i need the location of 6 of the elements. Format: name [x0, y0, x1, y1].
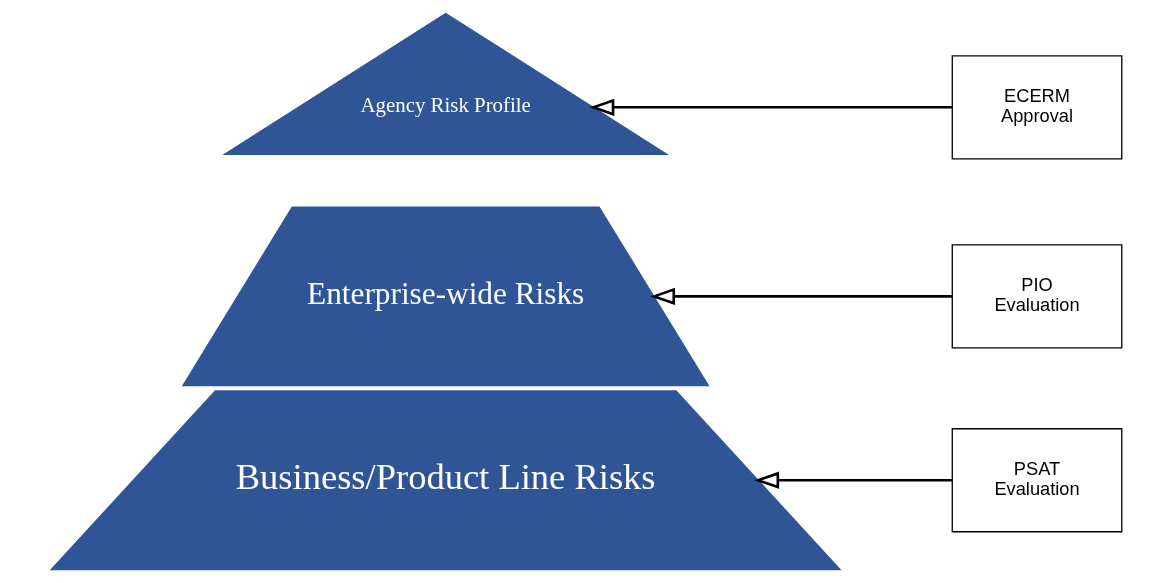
node-box: PIO Evaluation: [951, 244, 1123, 349]
arrow: [650, 287, 952, 306]
arrow: [754, 471, 952, 489]
node-box: ECERM Approval: [951, 55, 1123, 160]
arrow: [589, 98, 952, 116]
node-box: PSAT Evaluation: [951, 428, 1123, 533]
